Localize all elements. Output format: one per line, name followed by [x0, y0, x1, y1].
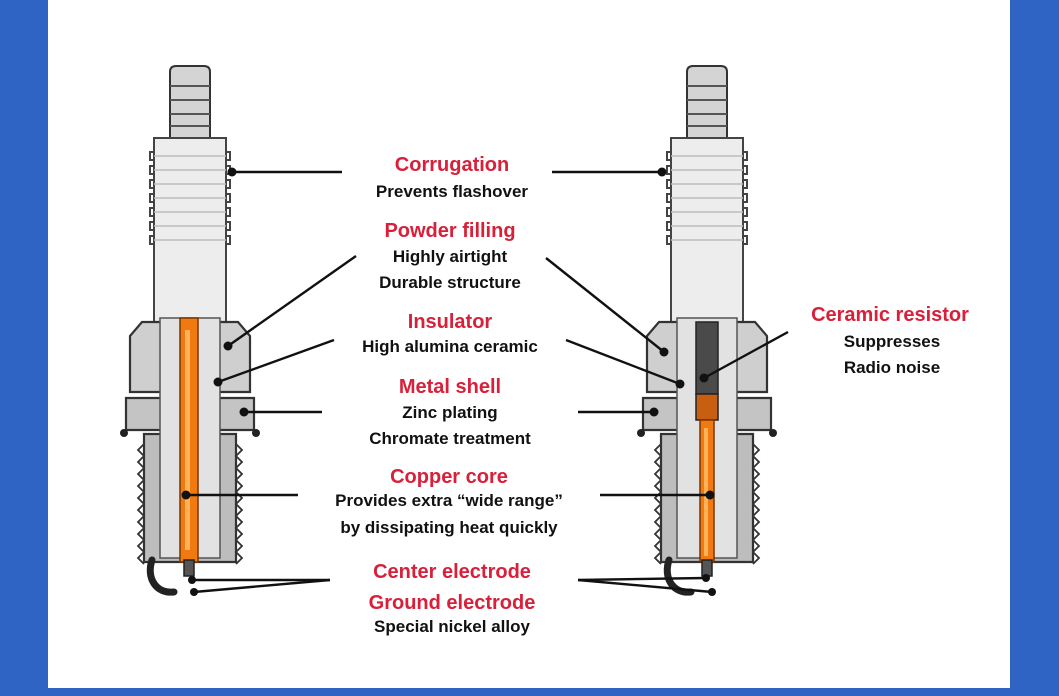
insulator-title: Insulator [408, 311, 493, 333]
powder-filling-desc-2: Durable structure [379, 273, 521, 292]
metal-shell-desc-1: Zinc plating [402, 403, 497, 422]
copper-core-desc-2: by dissipating heat quickly [340, 518, 558, 537]
spark-plug-right [637, 66, 777, 592]
label-corrugation: Corrugation Prevents flashover [376, 154, 529, 201]
label-ceramic-resistor: Ceramic resistor Suppresses Radio noise [811, 304, 969, 377]
corrugation-title: Corrugation [395, 154, 509, 176]
label-insulator: Insulator High alumina ceramic [362, 311, 538, 356]
insulator-desc: High alumina ceramic [362, 337, 538, 356]
center-electrode-tip-left [183, 559, 195, 577]
ceramic-resistor-body [695, 321, 719, 395]
corrugation-desc: Prevents flashover [376, 182, 529, 201]
powder-filling-desc-1: Highly airtight [393, 247, 508, 266]
ground-electrode-title: Ground electrode [369, 592, 536, 614]
metal-shell-title: Metal shell [399, 376, 501, 398]
resistor-seal [695, 393, 719, 421]
copper-core-title: Copper core [390, 466, 508, 488]
ceramic-resistor-desc-2: Radio noise [844, 358, 940, 377]
copper-core-desc-1: Provides extra “wide range” [335, 491, 563, 510]
leader-lines [181, 167, 789, 596]
center-electrode-title: Center electrode [373, 561, 531, 583]
ceramic-resistor-desc-1: Suppresses [844, 332, 940, 351]
center-electrode-tip-right [701, 559, 713, 577]
copper-core-highlight-left [185, 330, 190, 550]
label-electrodes: Center electrode Ground electrode Specia… [369, 561, 536, 636]
metal-shell-desc-2: Chromate treatment [369, 429, 531, 448]
label-powder-filling: Powder filling Highly airtight Durable s… [379, 220, 521, 292]
ground-electrode-desc: Special nickel alloy [374, 617, 530, 636]
powder-filling-title: Powder filling [384, 220, 515, 242]
label-metal-shell: Metal shell Zinc plating Chromate treatm… [369, 376, 531, 448]
label-copper-core: Copper core Provides extra “wide range” … [335, 466, 563, 537]
copper-core-highlight-right [704, 428, 708, 556]
spark-plug-left [120, 66, 260, 592]
ceramic-resistor-title: Ceramic resistor [811, 304, 969, 326]
